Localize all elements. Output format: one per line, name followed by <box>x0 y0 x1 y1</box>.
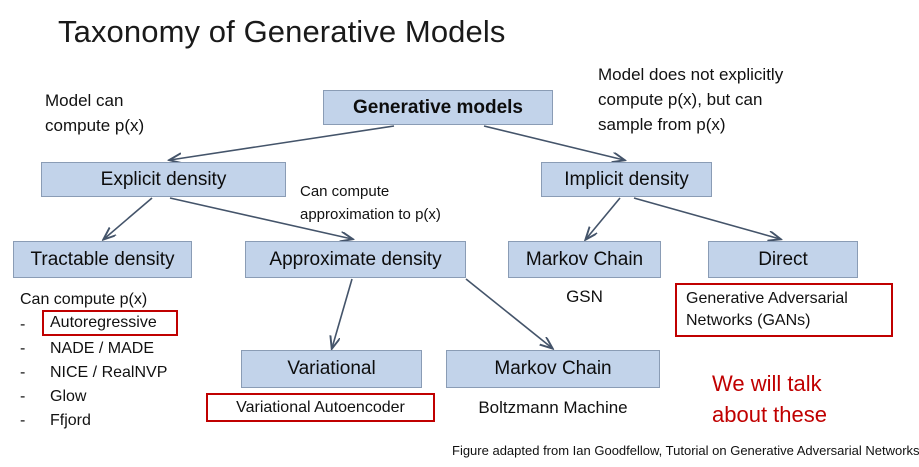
list-bullet-dash: - <box>20 412 26 429</box>
list-item: - Glow <box>20 385 167 409</box>
annotation-can-compute-approximation: Can compute approximation to p(x) <box>300 183 441 223</box>
list-item: - NADE / MADE <box>20 337 167 361</box>
caption-gsn: GSN <box>566 287 603 306</box>
highlight-autoregressive[interactable]: Autoregressive <box>42 310 178 336</box>
list-item-label-nade-made: NADE / MADE <box>50 340 155 357</box>
list-bullet-dash: - <box>20 388 26 405</box>
list-item: - Autoregressive <box>20 313 167 337</box>
node-variational[interactable]: Variational <box>241 350 422 388</box>
list-item-label-glow: Glow <box>50 388 87 405</box>
figure-source-caption: Figure adapted from Ian Goodfellow, Tuto… <box>452 443 919 458</box>
node-explicit-density[interactable]: Explicit density <box>41 162 286 197</box>
node-markov-chain-implicit[interactable]: Markov Chain <box>508 241 661 278</box>
highlight-variational-autoencoder[interactable]: Variational Autoencoder <box>206 393 435 422</box>
list-item: - Ffjord <box>20 409 167 433</box>
list-item: - NICE / RealNVP <box>20 361 167 385</box>
list-bullet-dash: - <box>20 364 26 381</box>
page-title: Taxonomy of Generative Models <box>58 14 506 49</box>
highlight-gans[interactable]: Generative Adversarial Networks (GANs) <box>675 283 893 337</box>
edge-explicit-to-tractable <box>104 197 153 239</box>
node-generative-models[interactable]: Generative models <box>323 90 553 125</box>
tractable-density-list: Can compute p(x) - Autoregressive - NADE… <box>20 288 167 433</box>
edge-generative-to-explicit <box>170 125 395 160</box>
node-approximate-density[interactable]: Approximate density <box>245 241 466 278</box>
caption-boltzmann-machine: Boltzmann Machine <box>478 398 628 417</box>
annotation-model-can-compute: Model can compute p(x) <box>45 91 145 135</box>
list-item-label-ffjord: Ffjord <box>50 412 91 429</box>
edge-implicit-to-markov <box>586 197 621 239</box>
list-bullet-dash: - <box>20 340 26 357</box>
annotation-model-not-explicit: Model does not explicitly compute p(x), … <box>598 65 784 134</box>
list-bullet-dash: - <box>20 316 26 333</box>
list-header: Can compute p(x) <box>20 291 148 308</box>
node-direct[interactable]: Direct <box>708 241 858 278</box>
node-tractable-density[interactable]: Tractable density <box>13 241 192 278</box>
node-implicit-density[interactable]: Implicit density <box>541 162 712 197</box>
edge-approximate-to-variational <box>332 278 353 348</box>
edge-implicit-to-direct <box>633 197 780 239</box>
list-item-label-nice-realnvp: NICE / RealNVP <box>50 364 168 381</box>
highlight-we-will-talk-about-these: We will talk about these <box>712 371 827 427</box>
node-markov-chain-approx[interactable]: Markov Chain <box>446 350 660 388</box>
